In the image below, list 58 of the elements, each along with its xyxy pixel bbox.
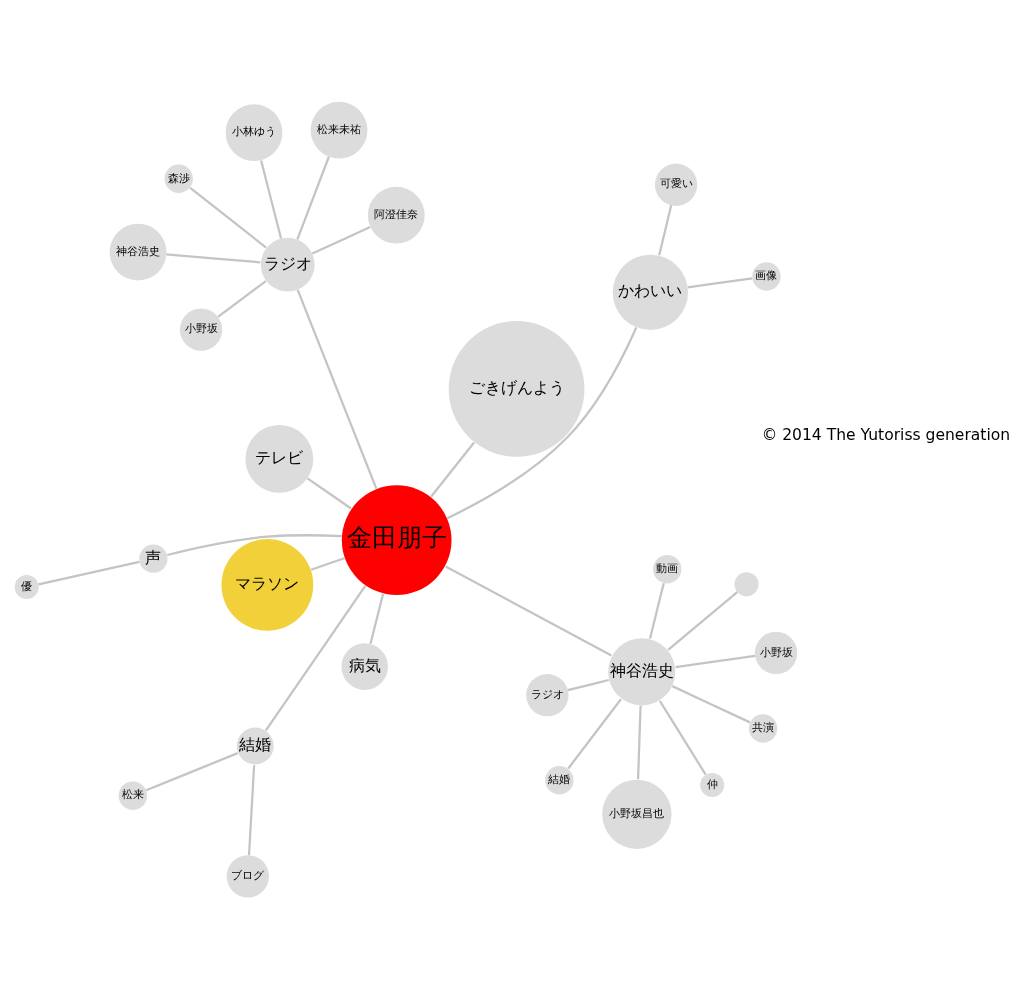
node-circle: マラソン <box>220 538 313 631</box>
node-circle: 金田朋子 <box>341 484 451 595</box>
node-circle: 結婚 <box>544 765 574 794</box>
connector <box>446 326 637 519</box>
node-circle: 結婚 <box>236 727 274 764</box>
node-circle: 神谷浩史 <box>109 223 166 280</box>
connector <box>636 705 642 779</box>
connector <box>311 225 371 254</box>
node-circle <box>734 571 759 596</box>
node-circle: ごきげんよう <box>448 320 584 457</box>
node-circle: 阿澄佳奈 <box>367 186 425 244</box>
node-circle: 病気 <box>340 642 388 690</box>
node-circle: 画像 <box>751 261 781 291</box>
connector <box>295 155 330 240</box>
node-circle: 小野坂 <box>754 631 797 674</box>
connector <box>657 204 672 256</box>
node-circle: 可愛い <box>654 163 697 206</box>
node-circle: 優 <box>14 574 39 599</box>
node-circle: ラジオ <box>525 673 568 716</box>
connector <box>687 276 752 288</box>
connector <box>247 764 255 855</box>
connector <box>264 584 366 731</box>
connector <box>444 564 612 656</box>
node-circle: 動画 <box>652 554 681 583</box>
node-circle: かわいい <box>612 254 688 330</box>
node-circle: 小野坂 <box>179 307 222 351</box>
connector <box>37 560 140 585</box>
connector <box>296 288 377 489</box>
node-circle: 声 <box>138 544 167 573</box>
connector <box>145 751 238 791</box>
connector <box>310 556 345 571</box>
connector <box>165 252 260 263</box>
node-circle: ラジオ <box>260 237 315 291</box>
node-circle: 仲 <box>699 772 724 797</box>
connector <box>429 441 475 497</box>
connector <box>671 684 750 723</box>
node-circle: 共演 <box>748 713 777 743</box>
label: © 2014 The Yutoriss generation <box>761 425 1010 444</box>
node-circle: 小林ゆう <box>225 103 282 161</box>
node-circle: 小野坂昌也 <box>601 779 672 849</box>
connector <box>566 698 622 769</box>
connector <box>567 678 609 691</box>
node-circle: テレビ <box>244 424 313 493</box>
node-circle: 神谷浩史 <box>607 637 675 705</box>
node-circle: 松来未祐 <box>310 101 367 159</box>
connector <box>306 476 352 509</box>
node-circle: 松来 <box>118 780 147 810</box>
connector <box>166 533 342 556</box>
connector <box>259 159 282 239</box>
node-circle: 森渉 <box>164 164 193 193</box>
connector <box>368 593 384 644</box>
connector <box>189 186 267 249</box>
connector <box>216 279 267 318</box>
connector <box>675 654 755 668</box>
node-circle: ブログ <box>226 854 269 897</box>
connector <box>648 582 665 639</box>
connector <box>666 590 738 651</box>
connector <box>658 699 707 775</box>
